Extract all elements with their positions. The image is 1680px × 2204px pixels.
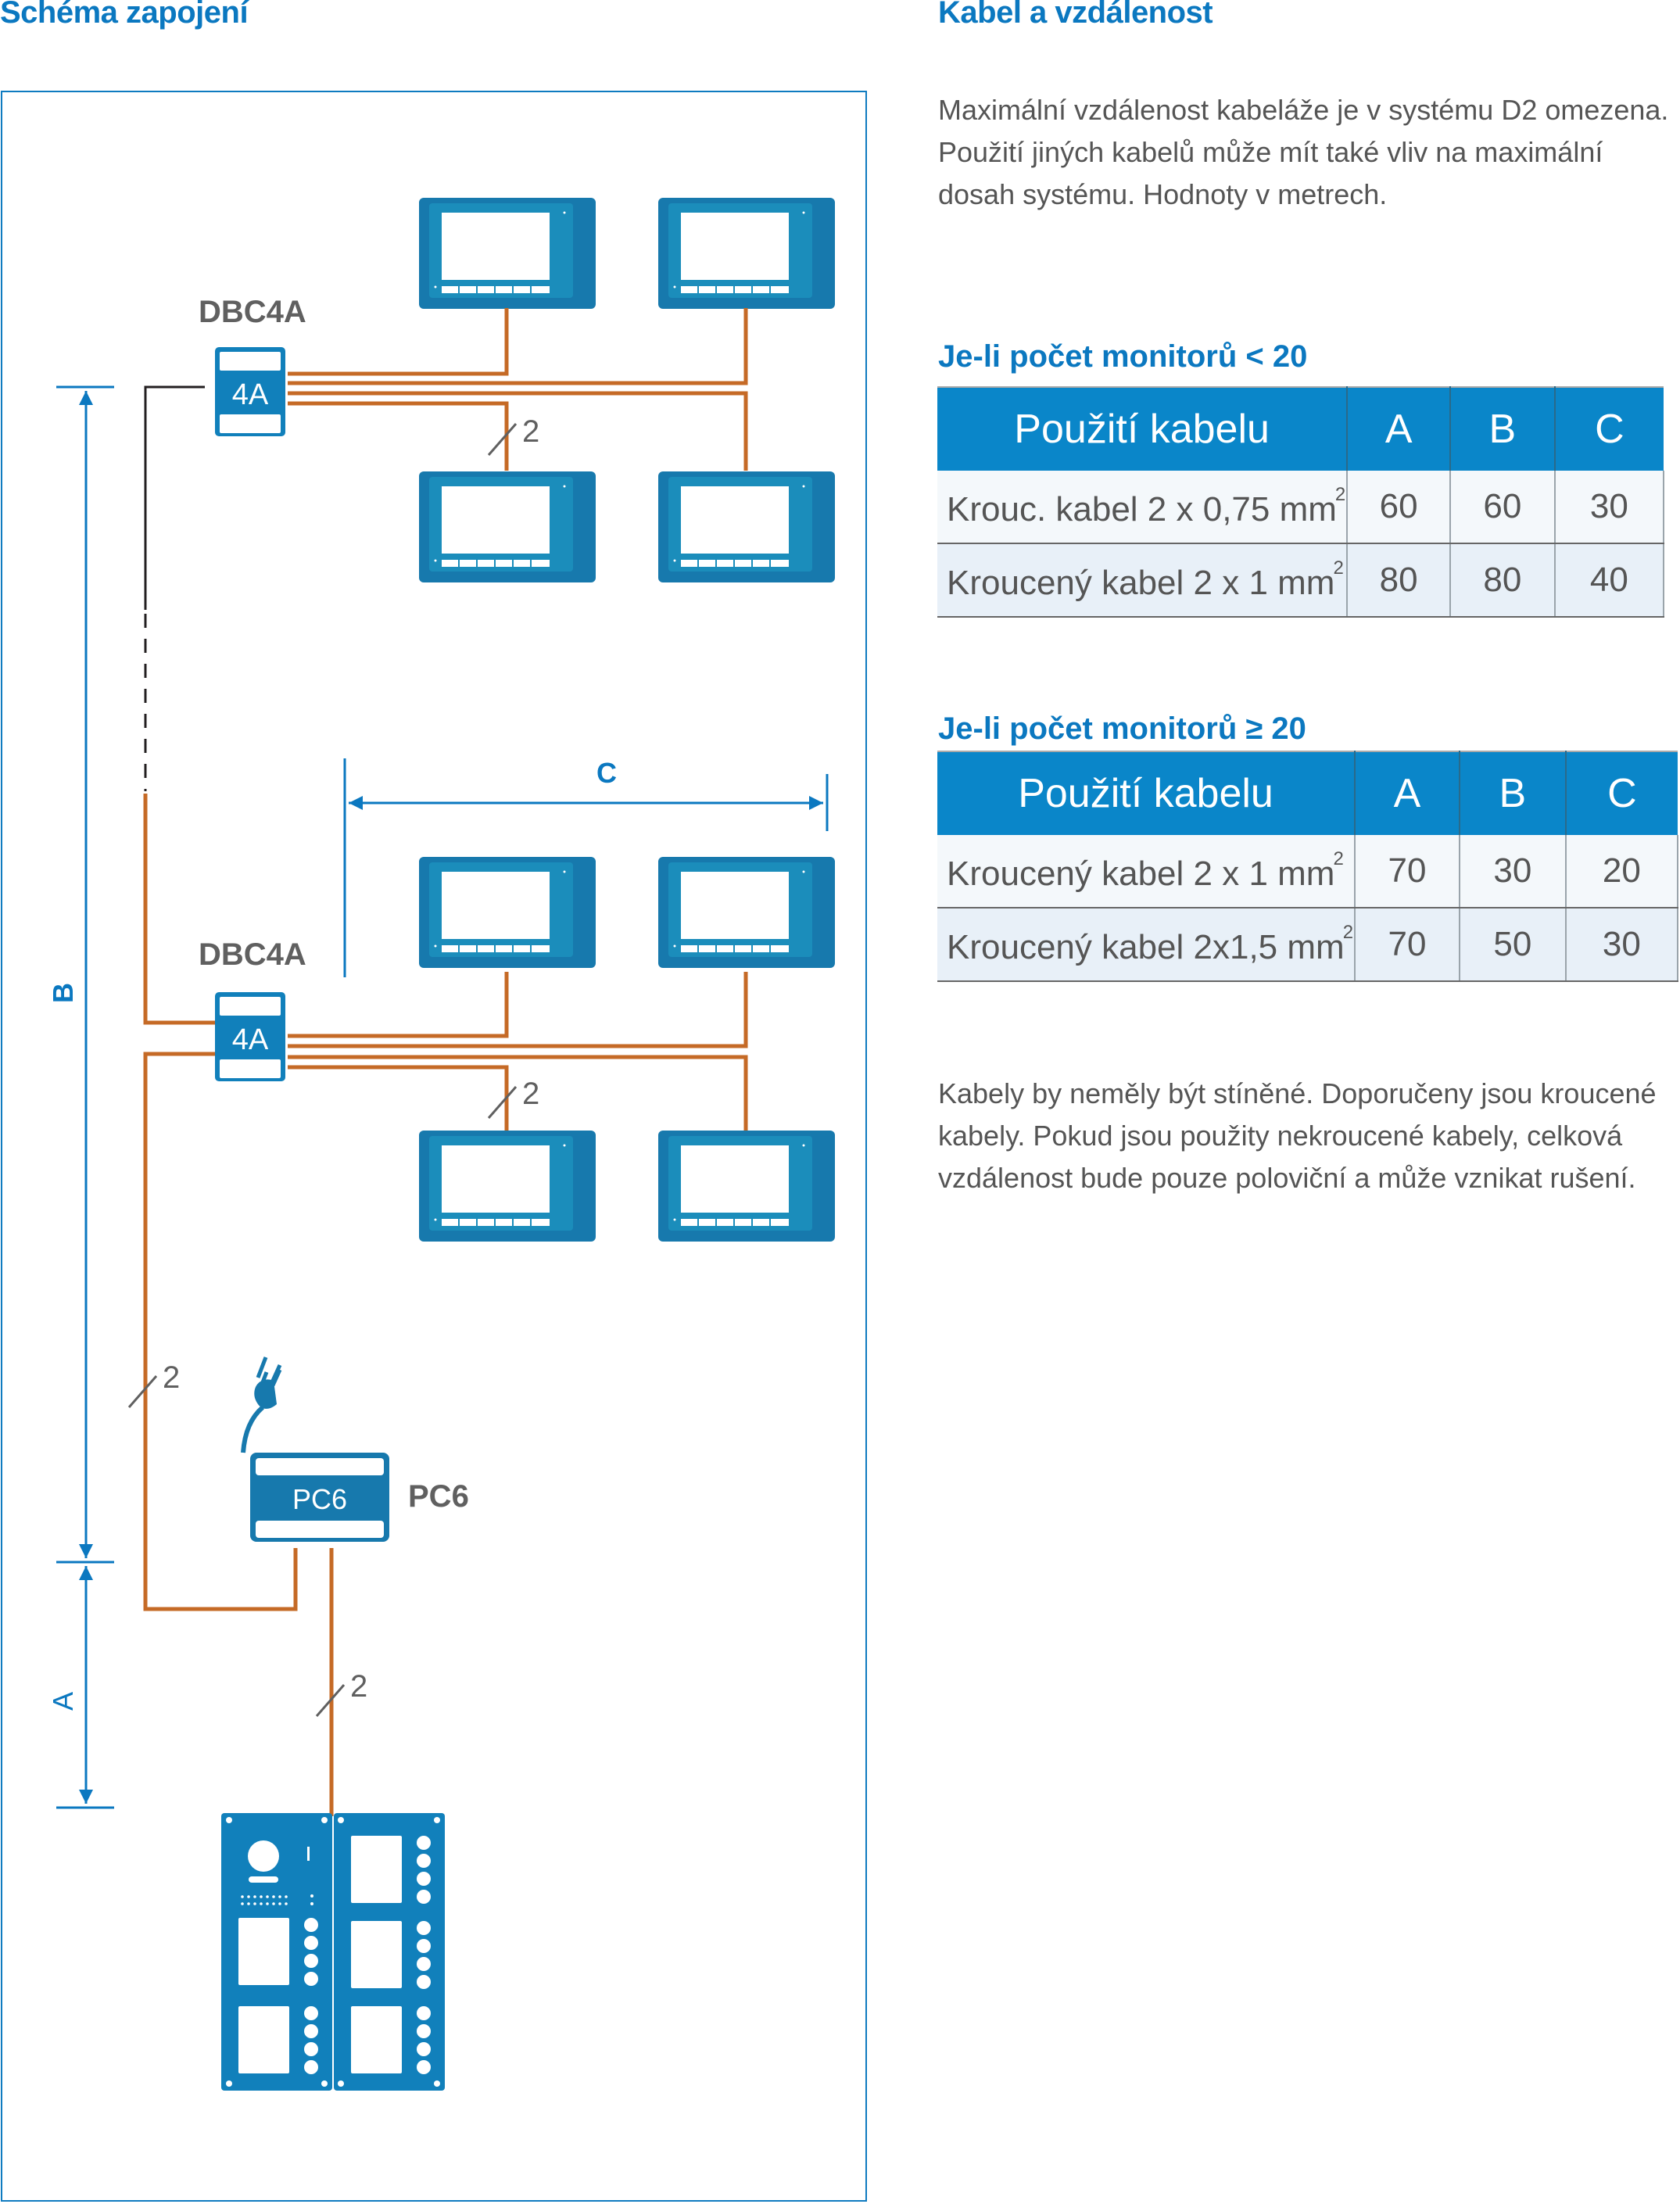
header-cable: Použití kabelu: [937, 751, 1356, 835]
pc-badge: PC6: [292, 1483, 347, 1515]
header-c: C: [1565, 751, 1678, 835]
value-a: 80: [1347, 543, 1452, 618]
value-a: 70: [1355, 908, 1460, 982]
value-c: 30: [1565, 908, 1679, 982]
table-row: Kroucený kabel 2 x 1 mm2 80 80 40: [937, 543, 1665, 618]
monitor-icon: [419, 198, 596, 309]
dimension-a-label: A: [47, 1692, 79, 1711]
bus-link: [144, 385, 205, 610]
header-a: A: [1355, 751, 1460, 835]
cable-distance-title: Kabel a vzdálenost: [938, 0, 1213, 30]
wiring-diagram-title: Schéma zapojení: [0, 0, 249, 30]
wire-count: 2: [522, 1077, 539, 1111]
header-b: B: [1459, 751, 1567, 835]
cable-note: Kabely by neměly být stíněné. Doporučeny…: [938, 1077, 1657, 1194]
wiring-diagram: 4A DBC4A 4A DBC4A PC6 PC6: [47, 198, 835, 2091]
value-b: 60: [1450, 471, 1556, 544]
door-station-icon: [221, 1813, 445, 2091]
cable-type: Kroucený kabel 2x1,5 mm2: [937, 908, 1356, 982]
dbc-lower-badge: 4A: [232, 1023, 269, 1056]
dbc-upper-label: DBC4A: [199, 295, 306, 329]
dbc-lower-label: DBC4A: [199, 937, 306, 972]
power-supply-icon: [250, 1453, 389, 1542]
monitor-icon: [658, 198, 835, 309]
value-c: 20: [1565, 835, 1679, 908]
monitor-icon: [419, 1131, 596, 1242]
dbc-upper-badge: 4A: [232, 378, 269, 411]
header-b: B: [1450, 386, 1556, 471]
cable-type: Kroucený kabel 2 x 1 mm2: [937, 543, 1349, 618]
intro-text: Maximální vzdálenost kabeláže je v systé…: [938, 94, 1669, 210]
monitor-icon: [658, 857, 835, 968]
dimension-c-label: C: [596, 757, 617, 789]
dimension-lines: [56, 385, 829, 1809]
plug-icon: [241, 1356, 282, 1453]
table-row: Kroucený kabel 2 x 1 mm2 70 30 20: [937, 835, 1679, 908]
table-caption: Je-li počet monitorů ≥ 20: [938, 711, 1306, 746]
diagram-panel: [1, 91, 867, 2202]
wire-count: 2: [522, 414, 539, 449]
value-c: 30: [1554, 471, 1665, 544]
value-b: 30: [1459, 835, 1567, 908]
monitor-icon: [658, 471, 835, 582]
cable-table-20-plus: Použití kabelu A B C Kroucený kabel 2 x …: [937, 751, 1679, 982]
header-a: A: [1347, 386, 1452, 471]
wires-upper: [288, 308, 748, 471]
table-row: Kroucený kabel 2x1,5 mm2 70 50 30: [937, 908, 1679, 982]
monitor-icon: [419, 471, 596, 582]
wire-count: 2: [163, 1360, 180, 1395]
header-cable: Použití kabelu: [937, 386, 1349, 471]
table-row: Krouc. kabel 2 x 0,75 mm2 60 60 30: [937, 471, 1665, 544]
cable-type: Krouc. kabel 2 x 0,75 mm2: [937, 471, 1349, 544]
monitor-icon: [658, 1131, 835, 1242]
value-b: 80: [1450, 543, 1556, 618]
table-caption: Je-li počet monitorů < 20: [938, 339, 1308, 374]
header-c: C: [1554, 386, 1664, 471]
cable-type: Kroucený kabel 2 x 1 mm2: [937, 835, 1356, 908]
cable-table-under-20: Použití kabelu A B C Krouc. kabel 2 x 0,…: [937, 386, 1665, 618]
dimension-b-label: B: [47, 983, 79, 1003]
value-a: 70: [1355, 835, 1460, 908]
value-a: 60: [1347, 471, 1452, 544]
value-c: 40: [1554, 543, 1665, 618]
pc-label: PC6: [408, 1479, 469, 1514]
wire-count-marks: [127, 423, 518, 1717]
wires-lower: [143, 794, 748, 1816]
wire-count: 2: [350, 1669, 367, 1704]
monitor-icon: [419, 857, 596, 968]
value-b: 50: [1459, 908, 1567, 982]
